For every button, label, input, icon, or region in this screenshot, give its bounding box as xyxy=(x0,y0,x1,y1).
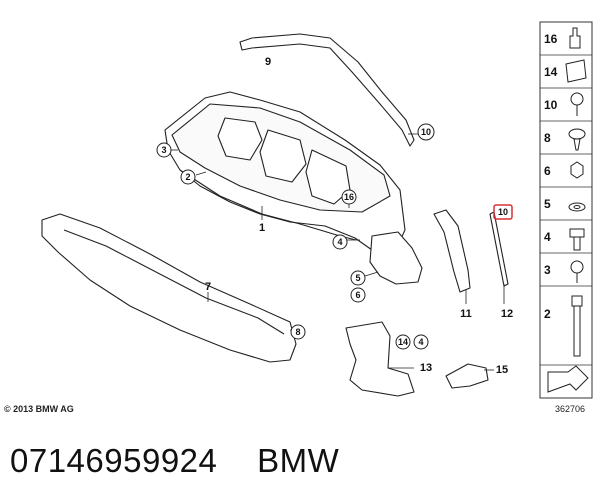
image-arrow-icon xyxy=(547,365,589,393)
callout-label-13: 13 xyxy=(420,362,432,374)
callout-bubble-3 xyxy=(156,142,172,158)
callout-label-11: 11 xyxy=(460,308,472,320)
callout-label-4-lower: 4 xyxy=(418,337,423,347)
callout-label-2: 2 xyxy=(185,172,190,182)
callout-label-5: 5 xyxy=(355,273,360,283)
image-number: 362706 xyxy=(555,404,586,414)
callout-10-highlighted xyxy=(493,204,513,220)
callout-label-4: 4 xyxy=(337,237,342,247)
callout-bubble-16 xyxy=(341,189,357,205)
callout-bubble-4-upper xyxy=(332,234,348,250)
brand-name: BMW xyxy=(257,442,340,479)
side-label-4: 4 xyxy=(544,230,551,244)
part-1-opening-middle xyxy=(259,129,307,183)
callout-bubble-14 xyxy=(395,334,411,350)
callout-label-15: 15 xyxy=(496,364,508,376)
callout-bubble-5 xyxy=(350,270,366,286)
rivet-shank-icon xyxy=(573,138,581,151)
callout-bubble-2 xyxy=(180,169,196,185)
callout-label-8: 8 xyxy=(295,327,300,337)
callout-label-10: 10 xyxy=(421,127,431,137)
side-label-10: 10 xyxy=(544,98,558,112)
callout-label-3: 3 xyxy=(161,145,166,155)
expanding-rivet-icon xyxy=(568,128,586,140)
part-13-bracket xyxy=(345,321,415,397)
copyright-text: © 2013 BMW AG xyxy=(4,404,74,414)
washer-hole-icon xyxy=(573,205,581,209)
callout-bubble-6 xyxy=(350,287,366,303)
callout-label-16: 16 xyxy=(344,192,354,202)
callout-label-12: 12 xyxy=(501,308,513,320)
part-5-side-bracket xyxy=(369,231,423,285)
footer: 07146959924 BMW xyxy=(10,442,339,480)
callout-label-6: 6 xyxy=(355,290,360,300)
part-15-plate xyxy=(445,363,489,389)
callout-bubble-10-upper xyxy=(417,123,435,141)
torx-screw-icon xyxy=(570,260,584,274)
part-9-bracket xyxy=(239,33,415,147)
side-parts-panel: 16 14 10 8 6 5 4 3 2 xyxy=(539,21,593,399)
spring-nut-icon xyxy=(565,59,587,83)
part-7-bumper-carrier xyxy=(41,213,297,363)
side-label-8: 8 xyxy=(544,131,551,145)
part-1-opening-right xyxy=(305,149,351,205)
callout-label-9: 9 xyxy=(265,56,271,68)
callout-label-14: 14 xyxy=(398,337,408,347)
screw-head-icon-10 xyxy=(570,92,584,106)
side-label-2: 2 xyxy=(544,307,551,321)
side-label-14: 14 xyxy=(544,65,558,79)
callout-label-1: 1 xyxy=(259,222,265,234)
part-7-inner-edge xyxy=(63,229,285,335)
part-12-rod xyxy=(489,211,509,287)
part-11-strut xyxy=(433,209,471,293)
hex-nut-icon xyxy=(570,161,584,179)
callout-bubble-4-lower xyxy=(413,334,429,350)
part-number: 07146959924 xyxy=(10,442,218,479)
part-1-opening-left xyxy=(217,117,263,161)
stud-icon xyxy=(569,27,581,49)
side-label-6: 6 xyxy=(544,164,551,178)
callout-bubble-8 xyxy=(290,324,306,340)
callout-label-7: 7 xyxy=(205,281,211,293)
hex-bolt-icon xyxy=(569,228,585,251)
side-label-5: 5 xyxy=(544,197,551,211)
socket-bolt-icon xyxy=(571,295,583,357)
side-label-16: 16 xyxy=(544,32,558,46)
callout-label-10-highlighted: 10 xyxy=(498,207,508,217)
side-label-3: 3 xyxy=(544,263,551,277)
